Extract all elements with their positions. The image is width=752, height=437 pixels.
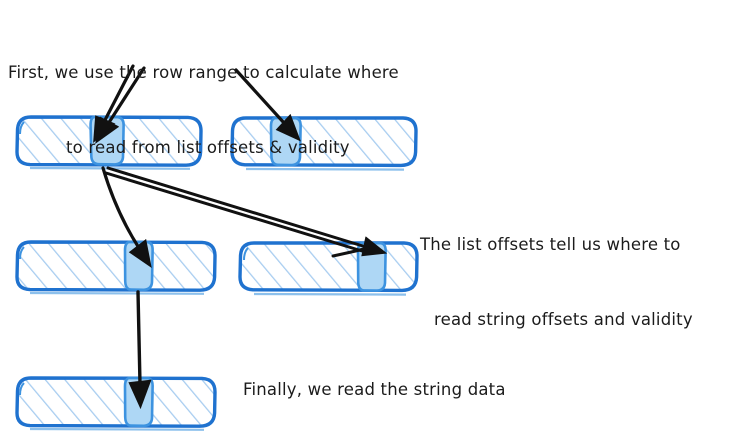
arrow-note-to-buffer-1-right bbox=[234, 68, 301, 142]
string-data-note: Finally, we read the string data bbox=[243, 327, 506, 437]
buffer-3-left[interactable] bbox=[15, 376, 217, 431]
list-offsets-note: The list offsets tell us where to read s… bbox=[420, 182, 693, 382]
sketch-accent bbox=[243, 247, 249, 261]
list-offsets-note-line-1: The list offsets tell us where to bbox=[420, 235, 681, 254]
sketch-underline bbox=[253, 292, 407, 296]
arrow-line-2 bbox=[93, 64, 135, 144]
arrow-line bbox=[128, 290, 152, 410]
arrows-group bbox=[93, 64, 388, 410]
sketch-underline bbox=[29, 291, 205, 295]
row-range-note: First, we use the row range to calculate… bbox=[8, 10, 399, 210]
arrow-b2l-to-b3l bbox=[128, 290, 152, 410]
arrow-note-to-buffer-1-left bbox=[93, 64, 146, 144]
arrow-line bbox=[101, 166, 152, 268]
arrow-line bbox=[234, 68, 301, 142]
stage-3-group bbox=[15, 376, 217, 431]
arrow-b1l-to-b2l bbox=[101, 166, 152, 268]
arrow-head-flourish bbox=[331, 246, 370, 258]
list-offsets-note-line-2: read string offsets and validity bbox=[434, 310, 693, 329]
sketch-underline bbox=[29, 427, 205, 431]
sketch-accent bbox=[19, 246, 25, 260]
iops-note: Six IOPS, in three stages :( bbox=[243, 389, 468, 437]
arrow-line bbox=[95, 66, 146, 144]
arrow-line-2 bbox=[104, 171, 364, 253]
buffer-outline bbox=[238, 241, 419, 293]
arrow-b1l-to-b2r bbox=[104, 166, 388, 258]
row-range-note-line-2: to read from list offsets & validity bbox=[66, 138, 350, 157]
buffer-2-left[interactable] bbox=[15, 240, 217, 295]
sketch-underline bbox=[245, 167, 405, 171]
buffer-2-right[interactable] bbox=[238, 241, 419, 296]
row-range-note-line-1: First, we use the row range to calculate… bbox=[8, 63, 399, 82]
buffer-outline bbox=[15, 240, 217, 292]
string-data-note-line-1: Finally, we read the string data bbox=[243, 380, 506, 399]
buffer-outline bbox=[15, 376, 217, 428]
arrow-line bbox=[106, 166, 388, 257]
sketch-accent bbox=[19, 121, 25, 135]
sketch-accent bbox=[19, 382, 25, 396]
